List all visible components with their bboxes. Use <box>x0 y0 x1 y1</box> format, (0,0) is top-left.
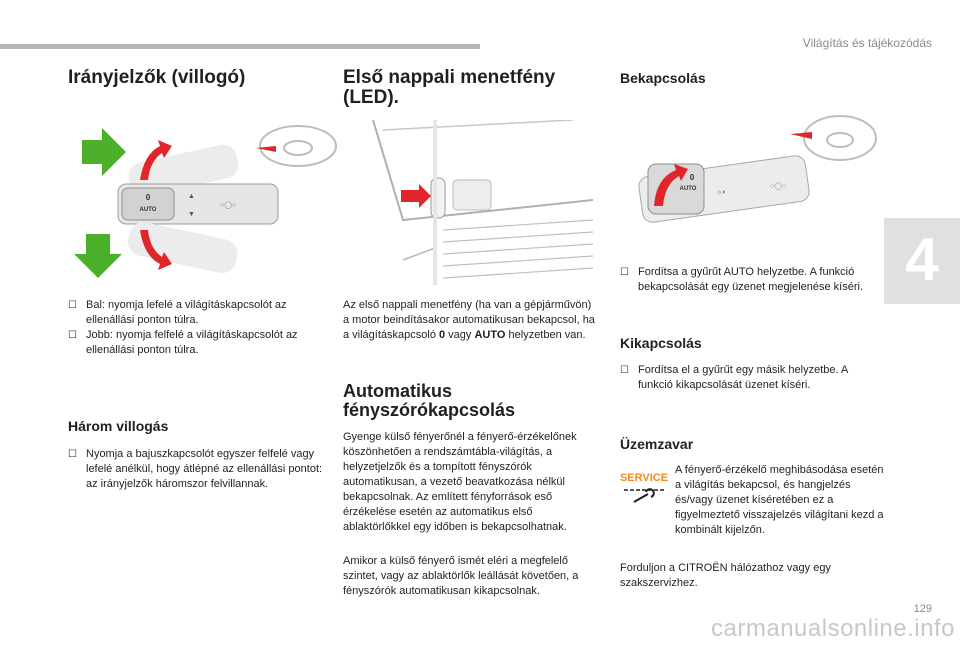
service-label: SERVICE <box>620 472 668 484</box>
header-bar <box>0 44 480 49</box>
bullet-marker-icon: ☐ <box>68 330 77 341</box>
bullet-left: ☐ Bal: nyomja lefelé a világításkapcsoló… <box>68 299 287 326</box>
svg-text:○◯○: ○◯○ <box>770 182 786 190</box>
switch-off-heading: Kikapcsolás <box>620 335 702 351</box>
bullet-marker-icon: ☐ <box>68 300 77 311</box>
svg-text:▼: ▼ <box>188 211 195 218</box>
up-arrow-icon <box>140 140 172 180</box>
fault-text: A fényerő-érzékelő meghibásodása esetén … <box>675 464 884 536</box>
auto-headlight-text: Gyenge külső fényerőnél a fényerő-érzéke… <box>343 431 577 533</box>
chapter-number: 4 <box>905 226 939 293</box>
three-flash-bullet: ☐ Nyomja a bajuszkapcsolót egyszer felfe… <box>68 448 323 490</box>
chapter-tab <box>884 218 960 304</box>
stalk-pointer-icon <box>790 132 812 139</box>
headlight-illustration <box>343 120 593 285</box>
daytime-light-heading: Első nappali menetfény (LED). <box>343 67 556 108</box>
steering-wheel-icon <box>259 125 337 167</box>
led-pointer-icon <box>401 184 431 208</box>
watermark: carmanualsonline.info <box>711 615 955 642</box>
rotate-arrow-icon <box>654 164 688 206</box>
stalk-pointer-icon <box>256 146 276 152</box>
svg-text:▲: ▲ <box>188 193 195 200</box>
down-arrow-icon <box>140 230 172 270</box>
switch-off-bullet: ☐ Fordítsa el a gyűrűt egy másik helyzet… <box>620 364 848 391</box>
fault-closing-text: Forduljon a CITROËN hálózathoz vagy egy … <box>620 562 831 589</box>
bullet-marker-icon: ☐ <box>620 365 629 376</box>
three-flash-heading: Három villogás <box>68 418 169 434</box>
auto-headlight-off-text: Amikor a külső fényerő ismét eléri a meg… <box>343 555 579 597</box>
auto-label: AUTO <box>680 186 697 192</box>
steering-wheel-icon <box>803 115 877 161</box>
switch-on-heading: Bekapcsolás <box>620 70 706 86</box>
auto-headlight-heading: Automatikus fényszórókapcsolás <box>343 381 516 420</box>
service-warning-icon: SERVICE <box>620 472 668 503</box>
bullet-right: ☐ Jobb: nyomja felfelé a világításkapcso… <box>68 329 298 356</box>
page-number: 129 <box>913 603 932 615</box>
lighting-stalk-switch: 0 AUTO ▲ ▼ ○◯○ <box>117 183 279 225</box>
svg-text:○◯○: ○◯○ <box>220 201 236 209</box>
bullet-marker-icon: ☐ <box>68 449 77 460</box>
svg-text:0: 0 <box>146 193 151 202</box>
section-title: Világítás és tájékozódás <box>802 36 932 50</box>
turn-signal-illustration: 0 AUTO ▲ ▼ ○◯○ <box>74 125 337 278</box>
auto-switch-illustration: 0 AUTO ☼◐ ○◯○ <box>638 115 877 223</box>
turn-signal-heading: Irányjelzők (villogó) <box>68 67 246 88</box>
svg-text:0: 0 <box>690 173 695 182</box>
bullet-marker-icon: ☐ <box>620 267 629 278</box>
left-turn-arrow-icon <box>74 234 122 278</box>
right-turn-arrow-icon <box>82 128 126 176</box>
svg-text:☼◐: ☼◐ <box>716 189 727 196</box>
switch-on-bullet: ☐ Fordítsa a gyűrűt AUTO helyzetbe. A fu… <box>620 266 864 293</box>
fault-heading: Üzemzavar <box>620 436 694 452</box>
daytime-light-text: Az első nappali menetfény (ha van a gépj… <box>343 299 595 341</box>
auto-label: AUTO <box>140 207 157 213</box>
